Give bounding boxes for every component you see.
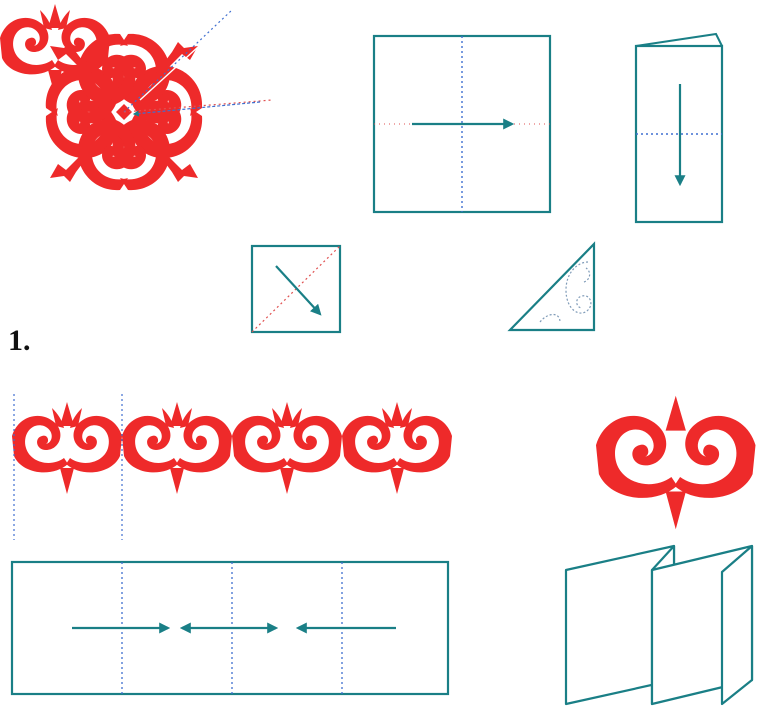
fold-step-accordion: [566, 546, 752, 704]
fold-step-square: [374, 36, 550, 212]
fold-step-diagonal: [252, 246, 340, 332]
fold-step-strip: [12, 562, 448, 694]
fold-step-rectangle: [636, 34, 722, 222]
cut-pattern-icon: [510, 244, 594, 330]
border-ornament-detail-icon: [596, 396, 756, 529]
step-label: 1.: [8, 324, 31, 357]
